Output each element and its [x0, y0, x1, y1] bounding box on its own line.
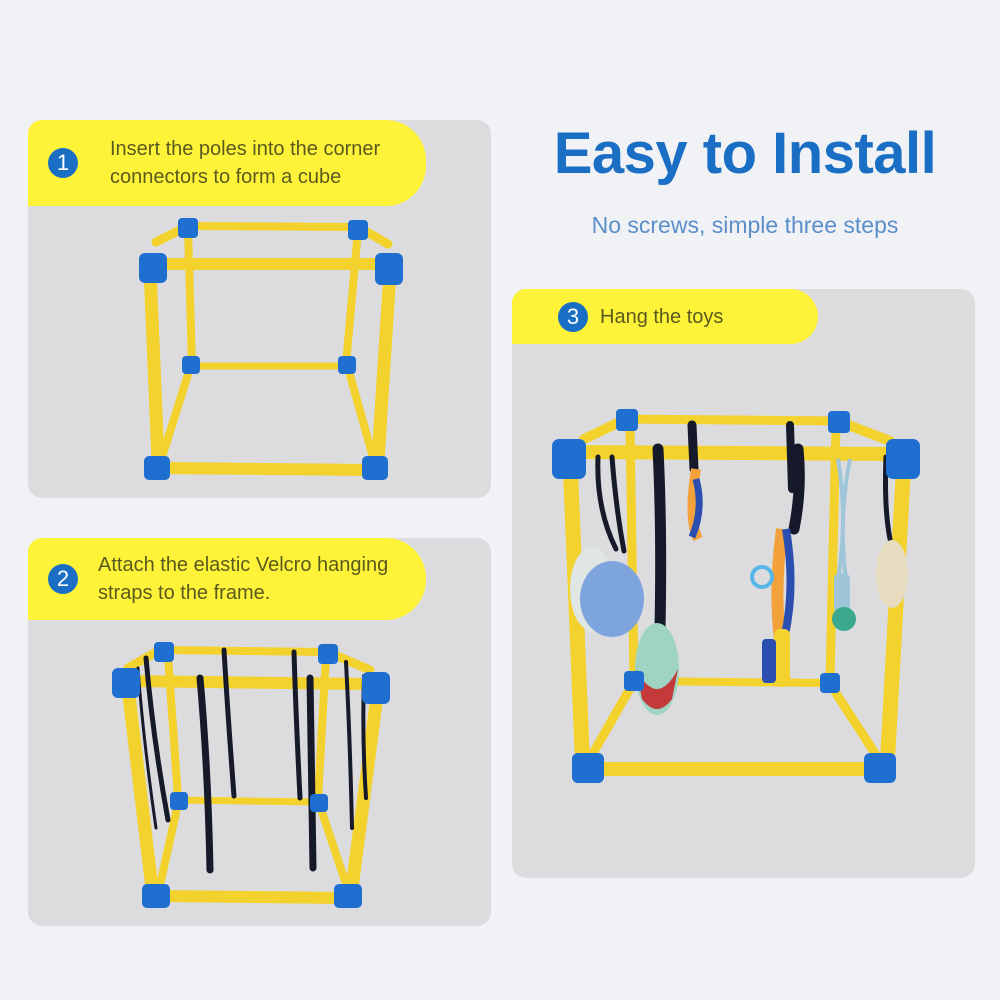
step-3-text: Hang the toys [600, 305, 724, 328]
assembled-cube-frame-image [139, 218, 403, 480]
step-3-label: 3 Hang the toys [512, 289, 818, 344]
page-subtitle: No screws, simple three steps [591, 212, 899, 238]
step-1-label: 1 Insert the poles into the corner conne… [28, 120, 426, 206]
step-1-text: Insert the poles into the corner connect… [110, 138, 381, 188]
step-2-label: 2 Attach the elastic Velcro hanging stra… [28, 538, 426, 620]
step-1-number-badge: 1 [48, 148, 78, 178]
step-3-number-badge: 3 [558, 301, 588, 332]
step-2-panel: 2 Attach the elastic Velcro hanging stra… [28, 538, 491, 926]
step-3-panel: 3 Hang the toys [512, 289, 975, 878]
step-1-panel: 1 Insert the poles into the corner conne… [28, 120, 491, 498]
cube-frame-with-straps-image [112, 642, 390, 908]
page-title: Easy to Install [553, 121, 937, 186]
step-2-text: Attach the elastic Velcro hanging straps… [98, 554, 389, 604]
cube-frame-with-hanging-toys-image [552, 409, 920, 783]
step-2-number-badge: 2 [48, 564, 78, 594]
